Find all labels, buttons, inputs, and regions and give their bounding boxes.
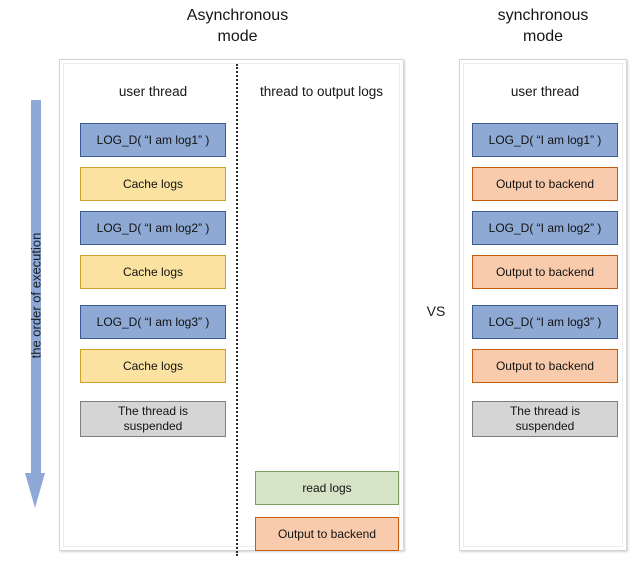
column-header-user-thread-sync: user thread [510, 84, 580, 99]
execution-order-arrow: the order of execution [14, 100, 56, 510]
down-arrow-icon [25, 100, 45, 508]
step-output-to-backend-3-sync[interactable]: Output to backend [472, 349, 618, 383]
step-output-to-backend-async[interactable]: Output to backend [255, 517, 399, 551]
step-log-d-3-async[interactable]: LOG_D( “I am log3” ) [80, 305, 226, 339]
thread-column-divider [236, 64, 238, 556]
step-log-d-1-async[interactable]: LOG_D( “I am log1” ) [80, 123, 226, 157]
versus-label: VS [426, 303, 446, 319]
async-mode-title: Asynchronous mode [186, 7, 289, 45]
step-log-d-1-sync[interactable]: LOG_D( “I am log1” ) [472, 123, 618, 157]
step-cache-logs-2[interactable]: Cache logs [80, 255, 226, 289]
step-log-d-2-sync[interactable]: LOG_D( “I am log2” ) [472, 211, 618, 245]
sync-mode-title: synchronous mode [497, 7, 589, 45]
column-header-user-thread-async: user thread [118, 84, 188, 99]
sync-mode-panel: user thread LOG_D( “I am log1” ) Output … [459, 59, 627, 551]
step-output-to-backend-1-sync[interactable]: Output to backend [472, 167, 618, 201]
step-thread-suspended-sync[interactable]: The thread is suspended [472, 401, 618, 437]
step-cache-logs-3[interactable]: Cache logs [80, 349, 226, 383]
async-panel-inner: user thread thread to output logs LOG_D(… [63, 63, 400, 556]
step-log-d-3-sync[interactable]: LOG_D( “I am log3” ) [472, 305, 618, 339]
column-header-output-logs-thread: thread to output logs [259, 84, 384, 99]
step-thread-suspended-async[interactable]: The thread is suspended [80, 401, 226, 437]
step-log-d-2-async[interactable]: LOG_D( “I am log2” ) [80, 211, 226, 245]
step-output-to-backend-2-sync[interactable]: Output to backend [472, 255, 618, 289]
sync-panel-inner: user thread LOG_D( “I am log1” ) Output … [463, 63, 623, 547]
step-cache-logs-1[interactable]: Cache logs [80, 167, 226, 201]
async-mode-panel: user thread thread to output logs LOG_D(… [59, 59, 404, 556]
step-read-logs[interactable]: read logs [255, 471, 399, 505]
execution-order-label: the order of execution [28, 232, 44, 359]
